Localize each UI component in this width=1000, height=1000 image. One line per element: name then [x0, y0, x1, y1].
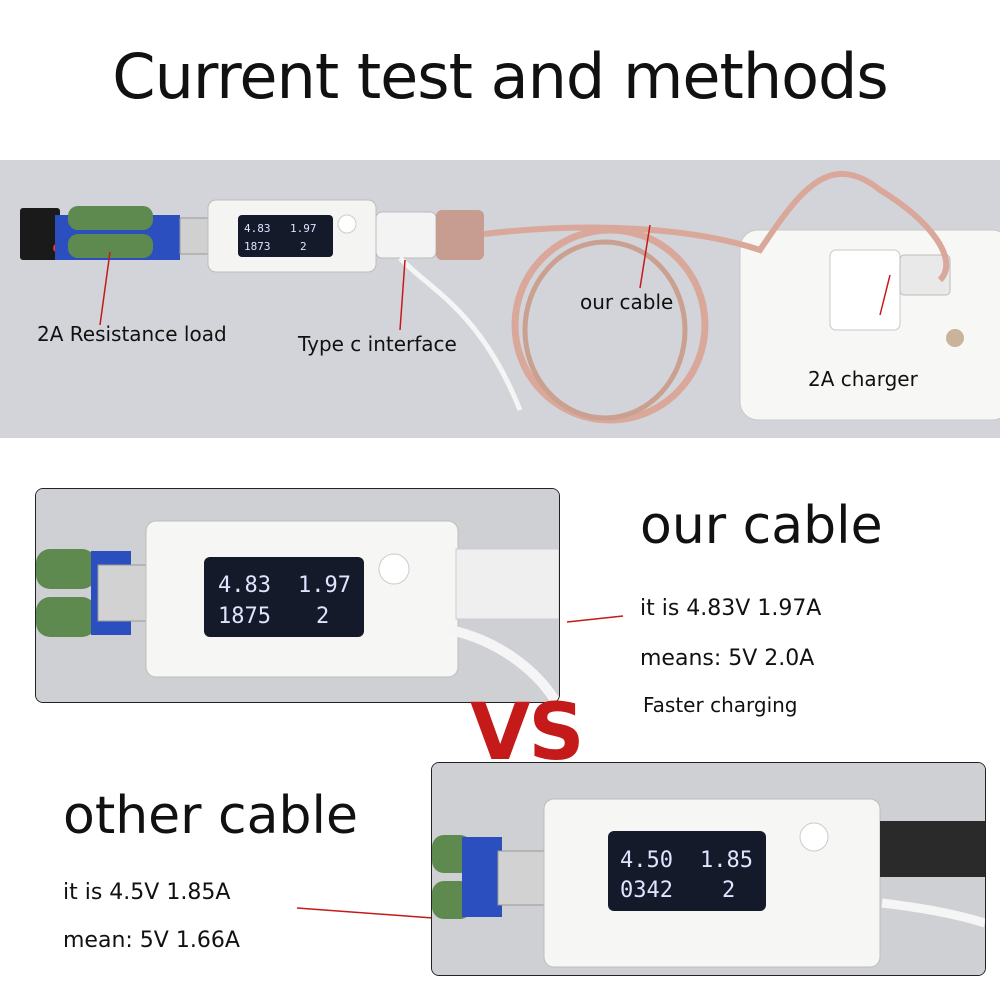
other-cable-meter-photo: 4.50 1.85 0342 2	[431, 762, 986, 976]
other-cable-heading: other cable	[63, 786, 358, 846]
meter-voltage: 4.83	[244, 222, 271, 235]
meter-current: 1.85	[700, 848, 753, 873]
test-setup-photo: 4.83 1.97 1873 2 2A Resistance load Type…	[0, 160, 1000, 438]
test-setup-illustration: 4.83 1.97 1873 2	[0, 160, 1000, 438]
pointer-line-our-cable	[566, 615, 624, 623]
meter-mah: 1875	[218, 604, 271, 629]
meter-current: 1.97	[290, 222, 317, 235]
charger-body	[829, 249, 901, 331]
rocker-switch	[20, 208, 60, 260]
meter-mode: 2	[722, 878, 735, 903]
other-cable-meter-illustration: 4.50 1.85 0342 2	[432, 763, 985, 975]
meter-mode: 2	[316, 604, 329, 629]
label-our-cable: our cable	[580, 290, 674, 314]
meter-mode: 2	[300, 240, 307, 253]
other-cable-reading: it is 4.5V 1.85A	[63, 880, 231, 905]
our-cable-means: means: 5V 2.0A	[640, 646, 815, 671]
meter-mah: 1873	[244, 240, 271, 253]
label-charger: 2A charger	[808, 367, 918, 391]
other-cable-means: mean: 5V 1.66A	[63, 928, 240, 953]
label-type-c-interface: Type c interface	[298, 332, 457, 356]
our-cable-reading: it is 4.83V 1.97A	[640, 596, 822, 621]
type-c-adapter	[375, 211, 437, 259]
meter-mah: 0342	[620, 878, 673, 903]
meter-voltage: 4.50	[620, 848, 673, 873]
our-cable-meter-photo: 4.83 1.97 1875 2	[35, 488, 560, 703]
our-cable-meter-illustration: 4.83 1.97 1875 2	[36, 489, 559, 702]
meter-current: 1.97	[298, 573, 351, 598]
page-title: Current test and methods	[112, 40, 888, 113]
meter-voltage: 4.83	[218, 573, 271, 598]
our-cable-heading: our cable	[640, 496, 883, 556]
label-resistance-load: 2A Resistance load	[37, 322, 227, 346]
pointer-line-other-cable	[296, 907, 434, 919]
our-cable-note: Faster charging	[643, 693, 798, 717]
